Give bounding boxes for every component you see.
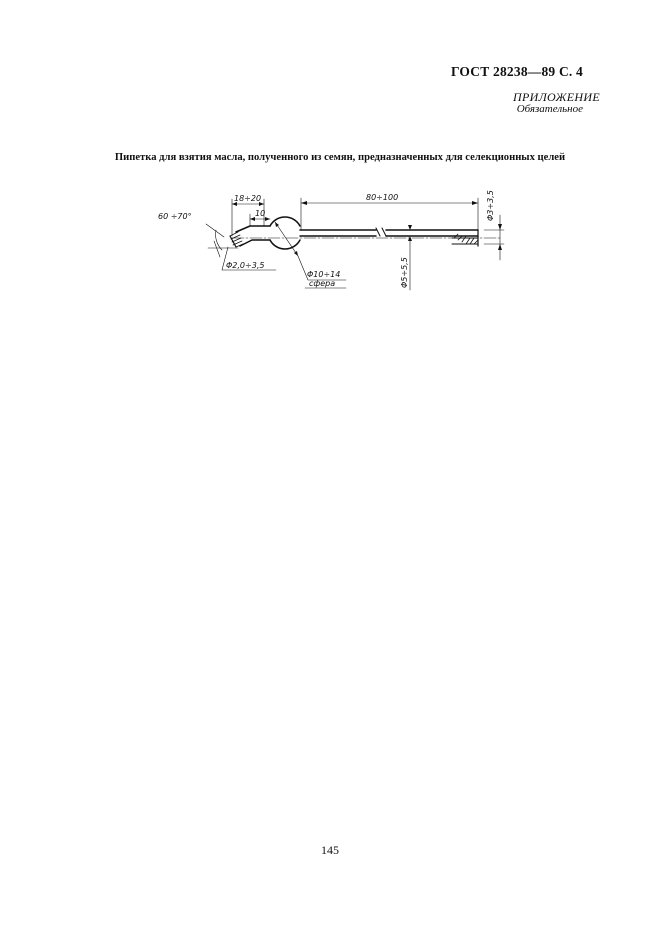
arrow-tube-diameter xyxy=(408,225,412,241)
leader-inlet-diameter xyxy=(221,246,277,271)
tube-right xyxy=(385,229,479,237)
tip-inner xyxy=(451,237,479,245)
page-number: 145 xyxy=(321,843,339,857)
dim-bulb-diameter-label: Φ10÷14 xyxy=(307,270,340,279)
arrow-10 xyxy=(250,217,270,221)
figure-title: Пипетка для взятия масла, полученного из… xyxy=(114,152,566,163)
arrow-bulb xyxy=(275,222,298,256)
inlet-tube xyxy=(235,225,271,247)
arrow-tip xyxy=(498,224,502,250)
dim-tube-length-label: 80÷100 xyxy=(366,193,398,202)
inlet-end xyxy=(229,235,237,248)
dim-tube-diameter-label: Φ5÷5,5 xyxy=(400,257,409,288)
angle-lines xyxy=(205,223,239,258)
appendix-label: ПРИЛОЖЕНИЕ xyxy=(513,90,600,104)
angle-arc xyxy=(215,229,223,251)
bulb-sphere xyxy=(269,216,301,250)
document-header: ГОСТ 28238—89 С. 4 xyxy=(450,64,583,79)
bulb-diameter-line xyxy=(274,221,299,257)
dim-neck-short-label: 10 xyxy=(255,209,265,218)
dim-inlet-diameter-label: Φ2,0÷3,5 xyxy=(226,261,264,270)
dim-angle-label: 60 ÷70° xyxy=(158,212,192,221)
dim-tip-diameter-label: Φ3÷3,5 xyxy=(486,190,495,221)
appendix-status: Обязательное xyxy=(516,103,583,115)
leader-bulb-diameter xyxy=(297,255,347,281)
inlet-hatch xyxy=(229,231,244,248)
dim-neck-length-label: 18÷20 xyxy=(234,194,261,203)
tube-left xyxy=(299,229,377,237)
dim-bulb-note-label: сфера xyxy=(309,279,335,288)
tube-break xyxy=(375,227,387,237)
